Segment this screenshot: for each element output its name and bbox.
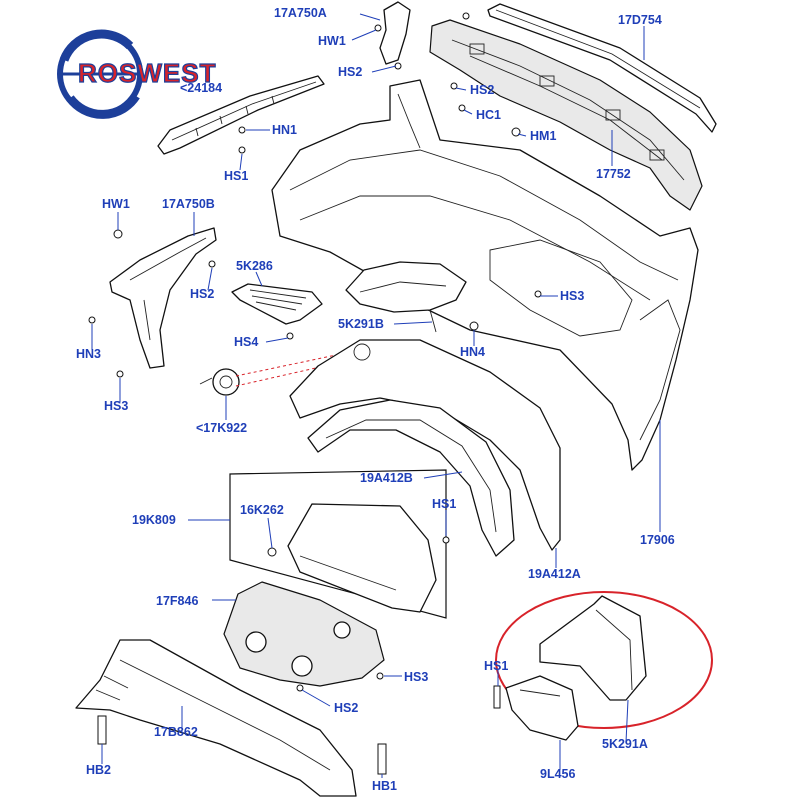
label-hn4: HN4 <box>460 345 485 359</box>
label-hs4: HS4 <box>234 335 258 349</box>
part-17B862-reinforcement <box>75 639 387 797</box>
label-hs2-top: HS2 <box>338 65 362 79</box>
part-17F846 <box>223 581 385 687</box>
part-19A412B <box>307 399 515 557</box>
label-hm1: HM1 <box>530 129 556 143</box>
fasteners <box>88 12 542 692</box>
part-17906-bumper-cover <box>271 79 699 471</box>
label-17F846: 17F846 <box>156 594 198 608</box>
label-hs3-right: HS3 <box>560 289 584 303</box>
label-hw1-left: HW1 <box>102 197 130 211</box>
part-17752 <box>429 19 703 211</box>
label-17A750A: 17A750A <box>274 6 327 20</box>
part-5K291B <box>345 261 467 333</box>
label-hs1-top: HS1 <box>224 169 248 183</box>
part-labels: 17A750A 17D754 HW1 HS2 <24184 HS2 HC1 HN… <box>76 6 675 793</box>
label-hs3-left: HS3 <box>104 399 128 413</box>
label-hb1: HB1 <box>372 779 397 793</box>
label-17D754: 17D754 <box>618 13 662 27</box>
part-5K286 <box>231 283 323 325</box>
part-19K809-kit-box <box>229 469 447 619</box>
part-17D754 <box>487 3 717 133</box>
part-19A412A <box>289 339 561 551</box>
brand-logo: ROSWEST <box>57 29 216 119</box>
part-5K291A <box>539 595 647 701</box>
globe-icon <box>57 29 143 119</box>
label-hs2-mid: HS2 <box>470 83 494 97</box>
label-19K809: 19K809 <box>132 513 176 527</box>
label-16K262: 16K262 <box>240 503 284 517</box>
leader-lines <box>91 13 661 778</box>
label-hs2-low: HS2 <box>334 701 358 715</box>
label-hs3-low: HS3 <box>404 670 428 684</box>
part-17K922 <box>199 349 361 396</box>
label-hw1-top: HW1 <box>318 34 346 48</box>
label-24184: <24184 <box>180 81 222 95</box>
part-17A750A <box>374 1 411 65</box>
label-19A412B: 19A412B <box>360 471 413 485</box>
label-17A750B: 17A750B <box>162 197 215 211</box>
logo-text: ROSWEST <box>78 58 216 88</box>
label-5K291B: 5K291B <box>338 317 384 331</box>
label-hb2: HB2 <box>86 763 111 777</box>
label-hn1: HN1 <box>272 123 297 137</box>
label-17752: 17752 <box>596 167 631 181</box>
part-9L456 <box>505 675 579 741</box>
label-hs2-left: HS2 <box>190 287 214 301</box>
label-hs1-low: HS1 <box>484 659 508 673</box>
label-5K291A: 5K291A <box>602 737 648 751</box>
label-5K286: 5K286 <box>236 259 273 273</box>
part-17A750B <box>109 227 217 369</box>
label-hc1: HC1 <box>476 108 501 122</box>
label-9L456: 9L456 <box>540 767 575 781</box>
label-19A412A: 19A412A <box>528 567 581 581</box>
part-24184 <box>157 75 325 155</box>
label-hn3: HN3 <box>76 347 101 361</box>
label-17K922: <17K922 <box>196 421 247 435</box>
label-hs1-mid: HS1 <box>432 497 456 511</box>
highlight-circle <box>495 591 713 729</box>
label-17B862: 17B862 <box>154 725 198 739</box>
label-17906: 17906 <box>640 533 675 547</box>
highlight-group <box>493 591 713 741</box>
